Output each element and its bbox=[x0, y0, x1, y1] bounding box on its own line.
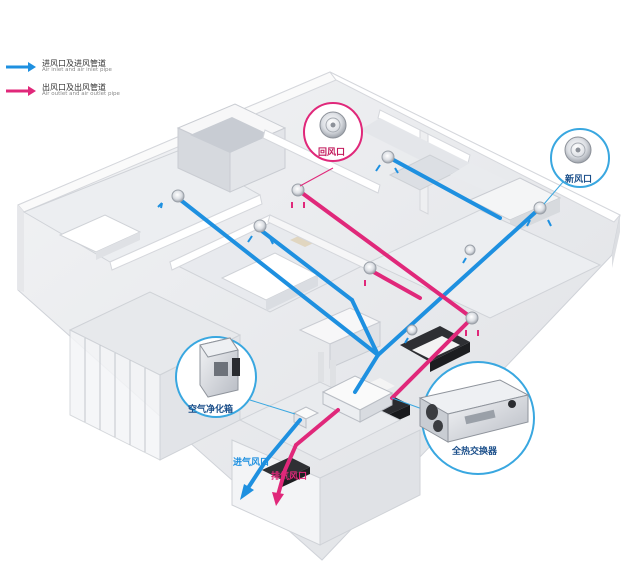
label-return-vent: 回风口 bbox=[318, 145, 345, 158]
label-heat-exchanger: 全热交换器 bbox=[452, 444, 497, 457]
blue-arrow-icon bbox=[6, 62, 36, 72]
callout-fresh-vent bbox=[544, 129, 609, 204]
label-exhaust: 排气风口 bbox=[271, 469, 307, 482]
label-intake: 进气风口 bbox=[233, 455, 269, 468]
label-purifier-box: 空气净化箱 bbox=[188, 402, 233, 415]
legend-inlet-en: Air inlet and air inlet pipe bbox=[42, 68, 112, 74]
legend-outlet-en: Air outlet and air outlet pipe bbox=[42, 92, 120, 98]
label-fresh-vent: 新风口 bbox=[565, 172, 592, 185]
pink-arrow-icon bbox=[6, 86, 36, 96]
legend-inlet: 进风口及进风管道 Air inlet and air inlet pipe bbox=[6, 60, 112, 74]
legend-outlet: 出风口及出风管道 Air outlet and air outlet pipe bbox=[6, 84, 120, 98]
